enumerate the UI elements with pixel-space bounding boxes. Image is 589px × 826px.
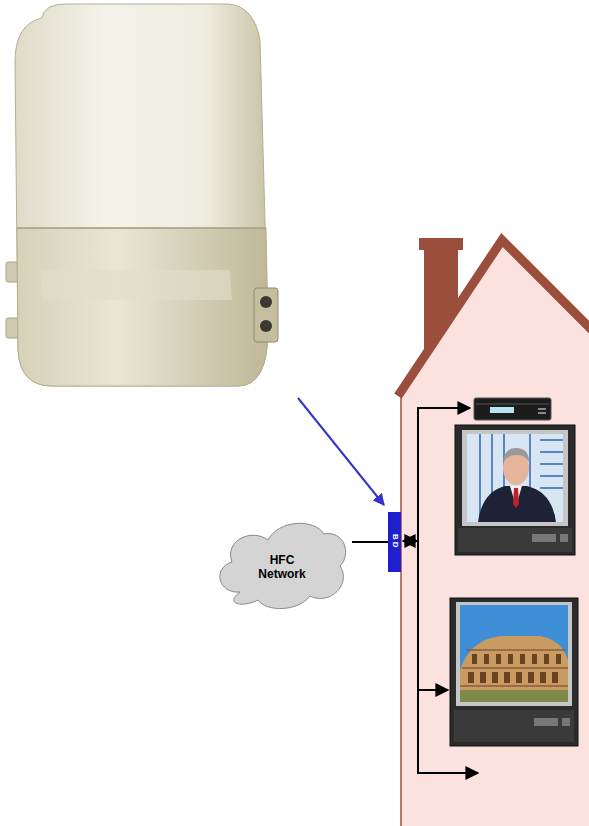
connector-port bbox=[260, 320, 272, 332]
tv-cabinet bbox=[455, 425, 575, 555]
set-top-box bbox=[474, 398, 551, 420]
tv-button bbox=[532, 534, 556, 542]
television bbox=[455, 425, 575, 555]
tv-button bbox=[562, 718, 570, 726]
node-label: BD bbox=[391, 534, 399, 550]
tv-cabinet bbox=[450, 598, 578, 746]
network-cloud: HFC Network bbox=[212, 520, 352, 610]
enclosure-panel bbox=[40, 270, 232, 300]
tv-screen bbox=[460, 605, 568, 702]
outlet-wire bbox=[418, 689, 448, 691]
enclosure-seam bbox=[17, 227, 266, 229]
house bbox=[398, 238, 589, 826]
enclosure-lower-cover bbox=[17, 228, 268, 386]
roof bbox=[398, 240, 589, 396]
outlet-wire bbox=[418, 772, 478, 774]
set-top-box-button bbox=[538, 412, 546, 414]
tv-bezel bbox=[462, 430, 568, 526]
house-outline bbox=[400, 392, 402, 826]
cloud-shape bbox=[220, 523, 346, 608]
screen-figure-hair bbox=[503, 448, 529, 462]
pointer-arrow bbox=[298, 398, 384, 505]
enclosure-body bbox=[15, 4, 268, 386]
screen-ground bbox=[460, 690, 568, 702]
node-label: HFC Network bbox=[247, 553, 317, 581]
drop-wire bbox=[403, 540, 417, 542]
connector-port bbox=[260, 296, 272, 308]
bridge-device: BD bbox=[388, 512, 401, 572]
colosseum-tiers bbox=[460, 650, 568, 686]
outlet-wire bbox=[418, 407, 470, 409]
chimney-cap bbox=[419, 238, 463, 250]
television bbox=[450, 598, 578, 746]
set-top-box-body bbox=[474, 398, 551, 420]
house-wall bbox=[401, 240, 589, 826]
tv-screen bbox=[467, 434, 563, 522]
tv-button bbox=[560, 534, 568, 542]
set-top-box-display bbox=[490, 407, 514, 413]
riser-wire bbox=[417, 407, 419, 774]
connector-block bbox=[254, 288, 278, 342]
screen-figure-tie bbox=[513, 488, 519, 508]
screen-colosseum bbox=[460, 636, 568, 702]
set-top-box-edge bbox=[476, 404, 549, 405]
enclosure-photo bbox=[6, 4, 278, 386]
tv-bezel bbox=[456, 602, 572, 706]
tv-control-panel bbox=[458, 528, 572, 552]
tv-control-panel bbox=[454, 710, 574, 742]
tv-button bbox=[534, 718, 558, 726]
set-top-box-button bbox=[538, 408, 546, 410]
screen-figure-suit bbox=[478, 486, 556, 522]
colosseum-arches bbox=[468, 654, 561, 683]
coax-line bbox=[352, 541, 388, 543]
